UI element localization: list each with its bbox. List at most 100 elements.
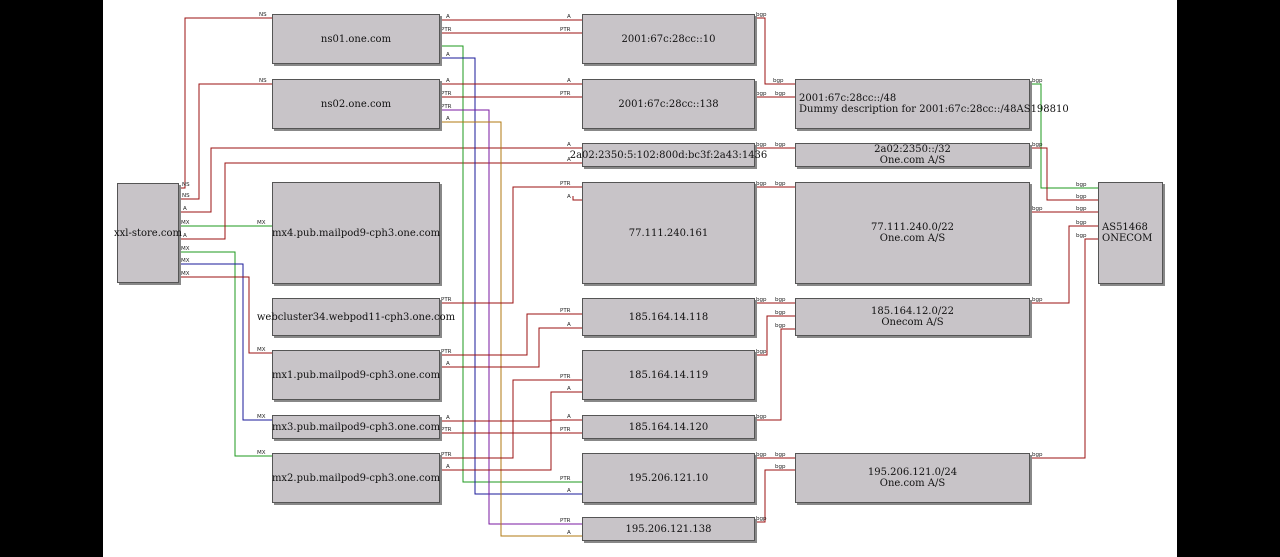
edge-label: A (567, 14, 571, 20)
edge-label: MX (181, 246, 190, 252)
edge-label: A (183, 206, 187, 212)
edge-33 (1030, 83, 1098, 189)
node-mx4[interactable]: mx4.pub.mailpod9-cph3.one.com (272, 182, 440, 284)
edge-16 (440, 186, 582, 304)
edge-14 (440, 109, 582, 525)
edge-label: A (567, 157, 571, 163)
edge-label: bgp (775, 297, 786, 303)
edge-label: bgp (1032, 142, 1043, 148)
edge-label: bgp (756, 414, 767, 420)
edge-24 (755, 17, 795, 85)
prefix-2001-line2: Dummy description for 2001:67c:28cc::/48… (799, 104, 1069, 115)
edge-label: bgp (756, 452, 767, 458)
node-ns01-label: ns01.one.com (320, 33, 392, 45)
edge-label: MX (257, 347, 266, 353)
edge-label: PTR (560, 518, 571, 524)
edge-label: bgp (1076, 182, 1087, 188)
edge-label: bgp (775, 181, 786, 187)
edge-17 (440, 313, 582, 356)
edge-label: PTR (560, 181, 571, 187)
edge-10 (440, 45, 582, 483)
node-ns01[interactable]: ns01.one.com (272, 14, 440, 64)
edge-label: PTR (441, 297, 452, 303)
edge-label: PTR (441, 349, 452, 355)
edge-label: A (446, 464, 450, 470)
node-domain[interactable]: xxl-store.com (114, 183, 183, 283)
edge-label: A (567, 322, 571, 328)
edge-label: PTR (441, 452, 452, 458)
node-ip-195-206-121-138[interactable]: 195.206.121.138 (582, 517, 755, 541)
node-ip6-10-label: 2001:67c:28cc::10 (621, 33, 716, 45)
node-ip6-138[interactable]: 2001:67c:28cc::138 (582, 79, 755, 129)
edge-label: bgp (756, 181, 767, 187)
prefix-2001-line1: 2001:67c:28cc::/48 (799, 93, 897, 104)
edge-label: bgp (1076, 206, 1087, 212)
edge-label: MX (181, 220, 190, 226)
node-ip6-10[interactable]: 2001:67c:28cc::10 (582, 14, 755, 64)
node-ip-185-164-14-119[interactable]: 185.164.14.119 (582, 350, 755, 400)
edge-label: PTR (560, 476, 571, 482)
node-mx1-label: mx1.pub.mailpod9-cph3.one.com (271, 369, 441, 381)
edge-21 (440, 379, 582, 459)
edge-label: A (446, 78, 450, 84)
prefix-2a02-line1: 2a02:2350::/32 (874, 144, 951, 155)
edge-label: bgp (1032, 297, 1043, 303)
edge-label: PTR (441, 427, 452, 433)
as-line2: ONECOM (1102, 233, 1153, 244)
node-ip-195-206-121-10[interactable]: 195.206.121.10 (582, 453, 755, 503)
node-ip-185-164-14-120[interactable]: 185.164.14.120 (582, 415, 755, 439)
edge-label: PTR (441, 91, 452, 97)
node-ip-185-164-14-118[interactable]: 185.164.14.118 (582, 298, 755, 336)
node-ip6-2a02[interactable]: 2a02:2350:5:102:800d:bc3f:2a43:1436 (570, 143, 767, 167)
edge-30 (755, 328, 795, 421)
node-domain-label: xxl-store.com (114, 227, 183, 239)
edge-label: bgp (775, 452, 786, 458)
edge-label: A (567, 488, 571, 494)
node-ip6-2a02-label: 2a02:2350:5:102:800d:bc3f:2a43:1436 (569, 149, 768, 161)
edge-label: MX (257, 414, 266, 420)
edge-6 (179, 263, 272, 421)
edge-11 (440, 57, 582, 495)
node-mx3[interactable]: mx3.pub.mailpod9-cph3.one.com (272, 415, 440, 439)
edge-label: A (446, 14, 450, 20)
node-mx1[interactable]: mx1.pub.mailpod9-cph3.one.com (272, 350, 440, 400)
edge-label: PTR (441, 27, 452, 33)
node-ns02[interactable]: ns02.one.com (272, 79, 440, 129)
edge-label: bgp (756, 142, 767, 148)
edge-label: PTR (441, 104, 452, 110)
prefix-185-line1: 185.164.12.0/22 (871, 306, 954, 317)
node-mx3-label: mx3.pub.mailpod9-cph3.one.com (271, 421, 441, 433)
edge-label: PTR (560, 427, 571, 433)
edge-label: bgp (773, 78, 784, 84)
edge-2 (179, 147, 582, 213)
edge-18 (440, 327, 582, 368)
edge-label: bgp (756, 297, 767, 303)
prefix-185-line2: Onecom A/S (881, 317, 944, 328)
edge-label: bgp (775, 142, 786, 148)
prefix-2a02-line2: One.com A/S (879, 155, 946, 166)
edge-label: PTR (560, 308, 571, 314)
node-mx4-label: mx4.pub.mailpod9-cph3.one.com (271, 227, 441, 239)
node-mx2[interactable]: mx2.pub.mailpod9-cph3.one.com (272, 453, 440, 503)
node-ip6-138-label: 2001:67c:28cc::138 (618, 98, 719, 110)
edge-7 (179, 276, 272, 354)
edge-label: bgp (756, 349, 767, 355)
node-ip-77-111-240-161[interactable]: 77.111.240.161 (582, 182, 755, 284)
node-ip-120-label: 185.164.14.120 (628, 421, 709, 433)
edge-label: bgp (756, 12, 767, 18)
node-webcluster[interactable]: webcluster34.webpod11-cph3.one.com (257, 298, 455, 336)
edge-label: bgp (1076, 233, 1087, 239)
edge-label: MX (257, 220, 266, 226)
edge-37 (1030, 238, 1098, 459)
